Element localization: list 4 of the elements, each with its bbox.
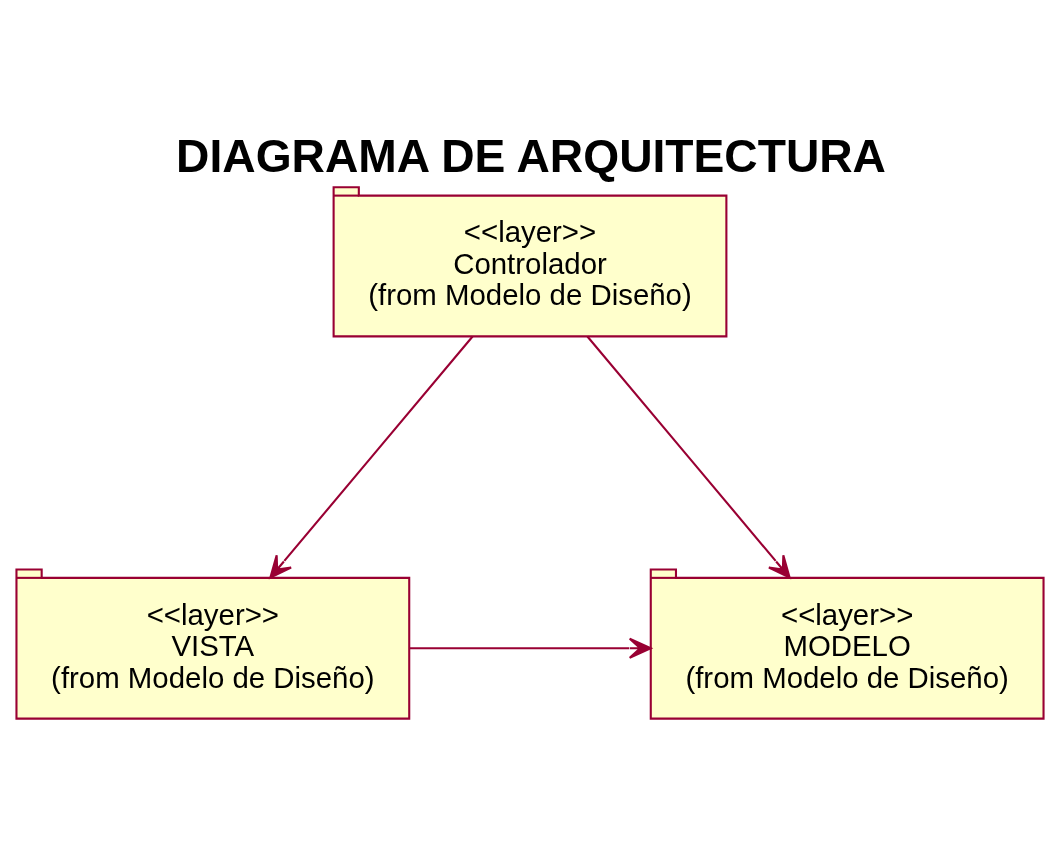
arrow xyxy=(269,335,474,579)
arrow xyxy=(409,637,652,659)
diagram-title: DIAGRAMA DE ARQUITECTURA xyxy=(176,129,886,182)
arrow xyxy=(586,335,791,579)
